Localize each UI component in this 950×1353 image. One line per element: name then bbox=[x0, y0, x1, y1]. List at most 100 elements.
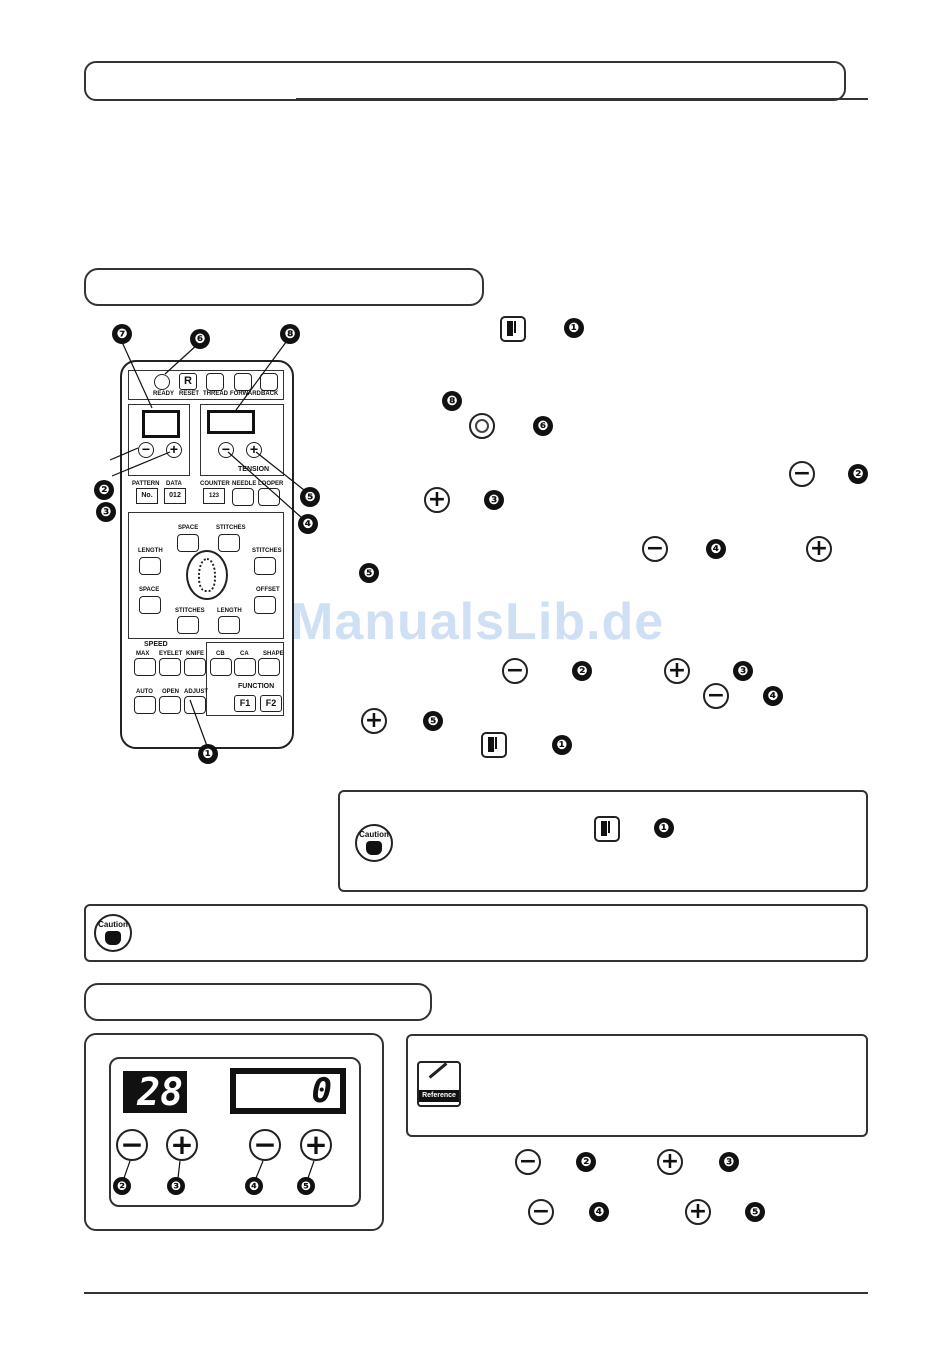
thread-label: THREAD bbox=[203, 391, 228, 397]
back-label: BACK bbox=[261, 391, 279, 397]
text-callout-4a: ❹ bbox=[706, 539, 726, 559]
caution-callout-1: ❶ bbox=[654, 818, 674, 838]
data-display bbox=[207, 410, 255, 434]
max-button[interactable] bbox=[134, 658, 156, 676]
thread-button[interactable] bbox=[206, 373, 224, 391]
callout-5: ❺ bbox=[300, 487, 320, 507]
bottom-callout-5: ❺ bbox=[745, 1202, 765, 1222]
stitches-button-bottom[interactable] bbox=[177, 616, 199, 634]
length-label-left: LENGTH bbox=[138, 548, 163, 554]
minus-key-icon-1: − bbox=[789, 461, 815, 487]
reset-key-label: R bbox=[184, 375, 192, 387]
open-button[interactable] bbox=[159, 696, 181, 714]
shape-button[interactable] bbox=[258, 658, 280, 676]
pattern-label: PATTERN bbox=[132, 481, 160, 487]
minus-key-icon-2: − bbox=[642, 536, 668, 562]
space-button-top[interactable] bbox=[177, 534, 199, 552]
needle-button[interactable] bbox=[232, 488, 254, 506]
bottom-callout-2: ❷ bbox=[576, 1152, 596, 1172]
data-value-display: 0 bbox=[236, 1074, 340, 1108]
back-button[interactable] bbox=[260, 373, 278, 391]
text-callout-3a: ❸ bbox=[484, 490, 504, 510]
open-label: OPEN bbox=[162, 689, 180, 695]
display-minus-2[interactable]: − bbox=[116, 1129, 148, 1161]
panel-plus-5[interactable]: + bbox=[246, 442, 262, 458]
operation-panel: READY R RESET THREAD FORWARD BACK − + − … bbox=[120, 360, 294, 749]
text-callout-2a: ❷ bbox=[848, 464, 868, 484]
offset-button[interactable] bbox=[254, 596, 276, 614]
minus-key-icon-3: − bbox=[502, 658, 528, 684]
pattern-key-label: No. bbox=[141, 492, 153, 499]
plus-key-icon-4: + bbox=[361, 708, 387, 734]
reference-icon: Reference bbox=[417, 1061, 461, 1107]
stitches-button-right[interactable] bbox=[254, 557, 276, 575]
callout-6: ❻ bbox=[190, 329, 210, 349]
length-button-bottom[interactable] bbox=[218, 616, 240, 634]
caution-box-1 bbox=[338, 790, 868, 892]
auto-label: AUTO bbox=[136, 689, 153, 695]
adjust-label: ADJUST bbox=[184, 689, 209, 695]
display-callout-2: ❷ bbox=[113, 1177, 131, 1195]
leader-1 bbox=[189, 699, 208, 747]
panel-plus-3[interactable]: + bbox=[166, 442, 182, 458]
reference-caption: Reference bbox=[419, 1090, 459, 1102]
plus-key-icon-2: + bbox=[806, 536, 832, 562]
space-button-left[interactable] bbox=[139, 596, 161, 614]
forward-label: FORWARD bbox=[230, 391, 261, 397]
ca-button[interactable] bbox=[234, 658, 256, 676]
space-label-top: SPACE bbox=[178, 525, 199, 531]
display-plus-5[interactable]: + bbox=[300, 1129, 332, 1161]
cb-button[interactable] bbox=[210, 658, 232, 676]
leader-8 bbox=[235, 337, 290, 411]
caution-caption-1: Caution bbox=[359, 830, 389, 839]
f1-label: F1 bbox=[239, 698, 251, 708]
auto-button[interactable] bbox=[134, 696, 156, 714]
length-button-left[interactable] bbox=[139, 557, 161, 575]
callout-2: ❷ bbox=[94, 480, 114, 500]
f1-button[interactable]: F1 bbox=[234, 695, 256, 712]
shape-label: SHAPE bbox=[263, 651, 284, 657]
panel-minus-2[interactable]: − bbox=[138, 442, 154, 458]
forward-button[interactable] bbox=[234, 373, 252, 391]
display-plus-3[interactable]: + bbox=[166, 1129, 198, 1161]
shape-parameter-area bbox=[128, 512, 284, 639]
counter-button[interactable]: 123 bbox=[203, 488, 225, 504]
footer-rule bbox=[84, 1292, 868, 1294]
subsection-box-2 bbox=[84, 983, 432, 1021]
display-callout-4: ❹ bbox=[245, 1177, 263, 1195]
data-key-label: 012 bbox=[169, 492, 181, 499]
data-button[interactable]: 012 bbox=[164, 488, 186, 504]
caution-icon-1: Caution bbox=[355, 824, 393, 862]
plus-key-icon-6: + bbox=[685, 1199, 711, 1225]
ready-key-icon bbox=[469, 413, 495, 439]
minus-key-icon-6: − bbox=[528, 1199, 554, 1225]
text-callout-5b: ❺ bbox=[423, 711, 443, 731]
callout-7: ❼ bbox=[112, 324, 132, 344]
ca-label: CA bbox=[240, 651, 249, 657]
plus-key-icon-1: + bbox=[424, 487, 450, 513]
max-label: MAX bbox=[136, 651, 150, 657]
display-minus-4[interactable]: − bbox=[249, 1129, 281, 1161]
section-title-box bbox=[84, 61, 846, 101]
minus-key-icon-5: − bbox=[515, 1149, 541, 1175]
text-callout-6: ❻ bbox=[533, 416, 553, 436]
knife-button[interactable] bbox=[184, 658, 206, 676]
counter-key-label: 123 bbox=[208, 493, 219, 499]
text-callout-3b: ❸ bbox=[733, 661, 753, 681]
space-label-left: SPACE bbox=[139, 587, 160, 593]
stitches-button-top[interactable] bbox=[218, 534, 240, 552]
leader-3 bbox=[111, 451, 171, 477]
f2-button[interactable]: F2 bbox=[260, 695, 282, 712]
pattern-display: 28 bbox=[123, 1071, 187, 1113]
eyelet-button[interactable] bbox=[159, 658, 181, 676]
stitches-label-right: STITCHES bbox=[252, 548, 282, 554]
stitches-label-bottom: STITCHES bbox=[175, 608, 205, 614]
pattern-button[interactable]: No. bbox=[136, 488, 158, 504]
top-key-row bbox=[128, 370, 284, 400]
display-leader-2 bbox=[123, 1160, 131, 1179]
panel-minus-4[interactable]: − bbox=[218, 442, 234, 458]
reset-button[interactable]: R bbox=[179, 373, 197, 390]
right-display-area bbox=[200, 404, 284, 476]
ready-button[interactable] bbox=[154, 374, 170, 390]
